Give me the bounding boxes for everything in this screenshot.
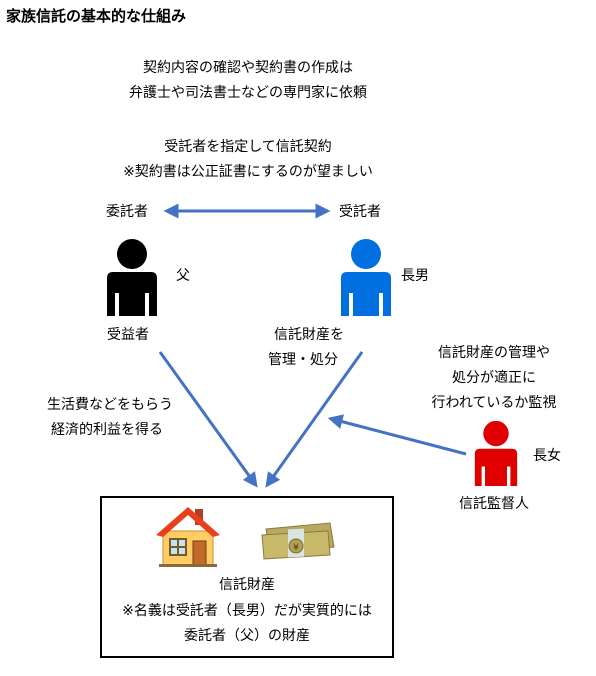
trust-property-title: 信託財産: [219, 577, 275, 593]
contract-line2: ※契約書は公正証書にするのが望ましい: [123, 164, 373, 180]
supervisor-duty1: 信託財産の管理や: [438, 345, 550, 361]
daughter-person-icon: [474, 420, 518, 486]
father-person-icon: [107, 239, 157, 316]
supervisor-duty2: 処分が適正に: [452, 370, 536, 386]
manage-arrow: [265, 351, 364, 488]
house-icon: [156, 507, 220, 567]
supervisor-duty3: 行われているか監視: [431, 395, 557, 411]
benefit-line2: 経済的利益を得る: [51, 422, 163, 438]
note-top-line1: 契約内容の確認や契約書の作成は: [143, 60, 353, 76]
supervise-arrow: [327, 414, 467, 456]
note-top-line2: 弁護士や司法書士などの専門家に依頼: [129, 85, 367, 101]
trust-property-box: [100, 496, 394, 658]
benefit-line1: 生活費などをもらう: [47, 397, 173, 413]
page-title: 家族信託の基本的な仕組み: [6, 7, 187, 25]
trustee-duty1: 信託財産を: [274, 327, 344, 343]
contract-line1: 受託者を指定して信託契約: [164, 139, 332, 155]
svg-text:¥: ¥: [293, 543, 299, 553]
beneficiary-label: 受益者: [107, 327, 149, 343]
trustee-duty2: 管理・処分: [268, 352, 338, 368]
benefit-arrow: [158, 351, 258, 488]
supervisor-label: 信託監督人: [459, 496, 529, 512]
trustee-label: 受託者: [339, 204, 381, 220]
daughter-relation: 長女: [533, 448, 561, 464]
settlor-label: 委託者: [106, 204, 148, 220]
son-relation: 長男: [401, 268, 429, 284]
trust-property-note2: 委託者（父）の財産: [184, 628, 310, 644]
father-relation: 父: [176, 268, 190, 284]
trust-property-note1: ※名義は受託者（長男）だが実質的には: [122, 603, 372, 619]
money-icon: ¥: [261, 522, 335, 560]
son-person-icon: [341, 239, 391, 316]
